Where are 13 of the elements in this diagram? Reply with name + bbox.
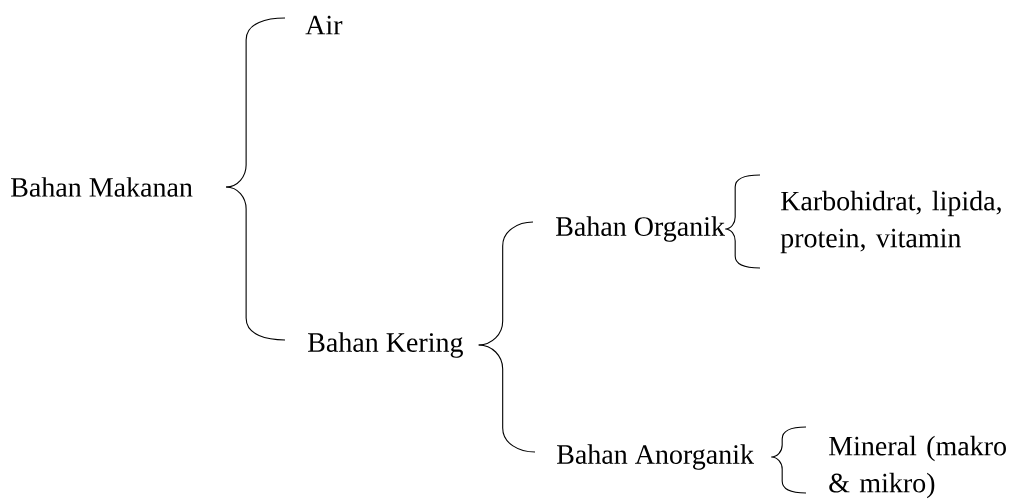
term-label: Bahan Anorganik [557, 444, 754, 470]
brace-line [478, 344, 536, 453]
brace-line [225, 186, 286, 341]
term-label: Bahan Makanan [11, 177, 193, 197]
brace-line [478, 221, 534, 346]
term-label: Bahan Organik [556, 216, 725, 242]
term-label: Karbohidrat, lipida, protein, vitamin [780, 190, 1001, 254]
term-label: Bahan Kering [308, 332, 463, 358]
term-label: Mineral (makro & mikro) [829, 435, 1006, 499]
term-label: Air [305, 15, 343, 35]
brace-line [724, 174, 761, 269]
brace-line [770, 426, 807, 494]
brace-line [225, 17, 286, 188]
